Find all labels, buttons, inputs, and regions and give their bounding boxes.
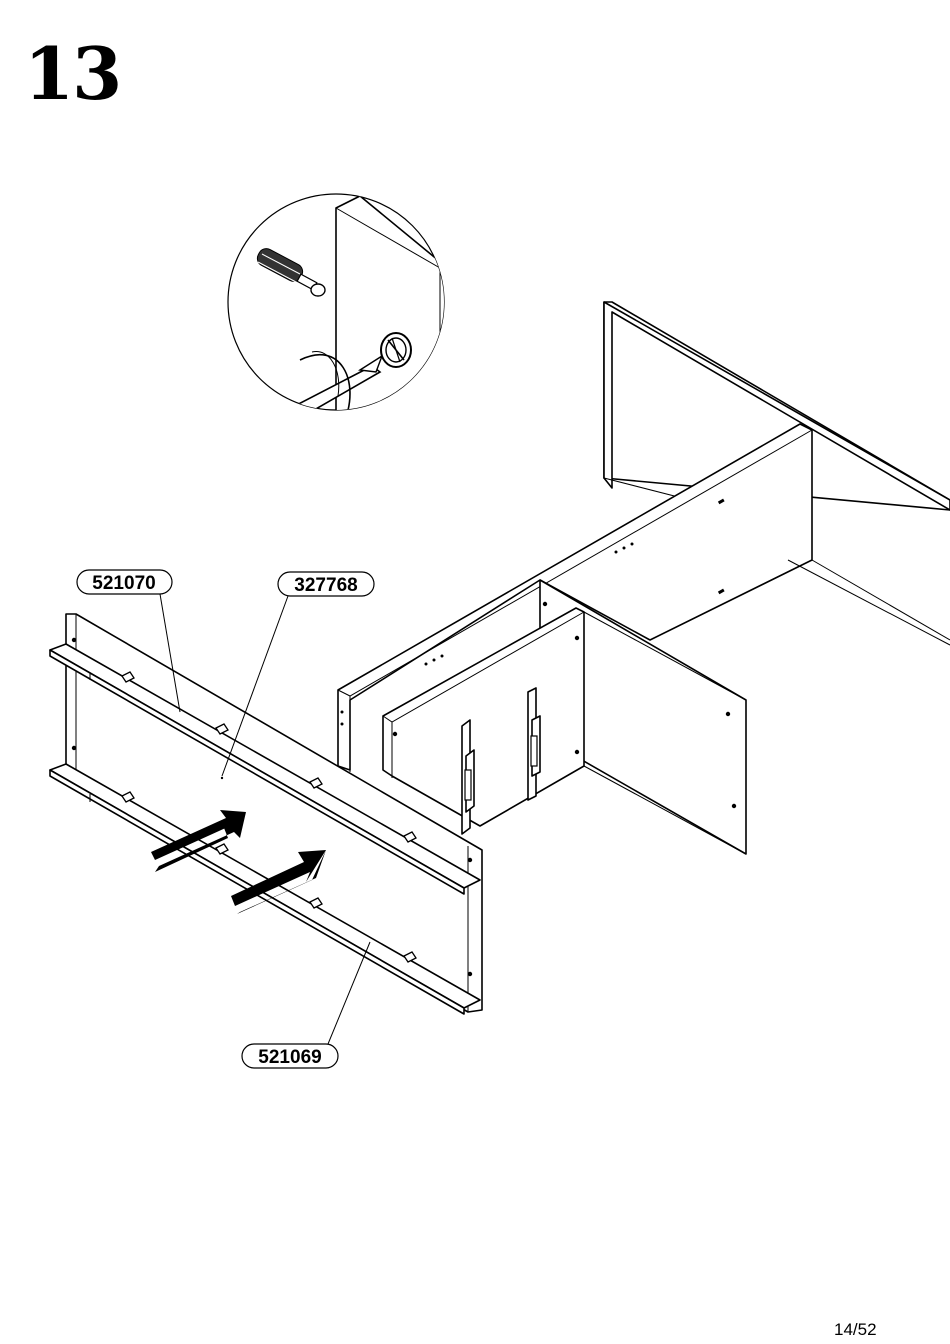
callout-label: 521069 (258, 1047, 321, 1068)
detail-circle (200, 194, 450, 470)
cam-lock-icon (381, 333, 411, 367)
callout-label: 521070 (92, 573, 155, 594)
callout-521069: 521069 (242, 942, 370, 1068)
page-number: 14/52 (834, 1320, 877, 1340)
callout-label: 327768 (294, 575, 357, 596)
